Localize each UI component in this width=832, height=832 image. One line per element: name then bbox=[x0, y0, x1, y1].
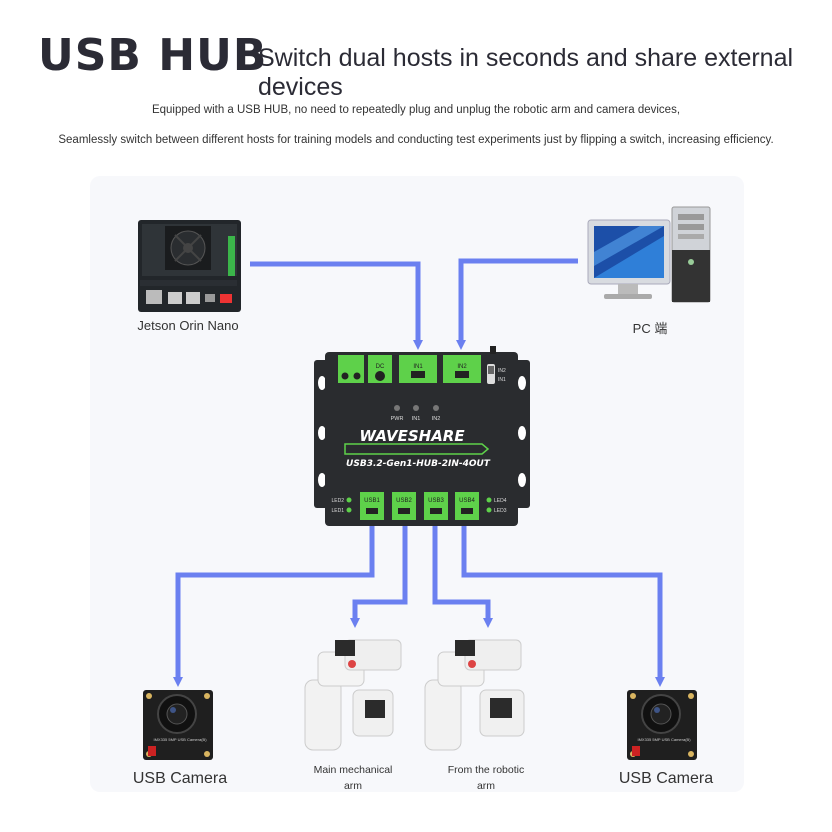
hub-port-label-usb3: USB3 bbox=[428, 498, 444, 504]
arrow-usb1-to-camera-left bbox=[173, 526, 375, 687]
description-line-2: Seamlessly switch between different host… bbox=[58, 134, 774, 146]
page-subtitle: Switch dual hosts in seconds and share e… bbox=[258, 44, 794, 101]
host-label-jetson: Jetson Orin Nano bbox=[137, 318, 239, 333]
hub-model: USB3.2-Gen1-HUB-2IN-4OUT bbox=[346, 459, 491, 469]
hub-brand: WAVESHARE bbox=[359, 427, 465, 445]
hub-switch-label-in1: IN1 bbox=[498, 377, 506, 383]
arrow-jetson-to-in1 bbox=[250, 261, 423, 350]
device-label-camera-right: USB Camera bbox=[618, 770, 714, 787]
follower-robotic-arm-image bbox=[424, 639, 525, 751]
device-label-main-arm: Main mechanical arm bbox=[298, 762, 408, 794]
pc-image bbox=[587, 206, 711, 303]
usb-camera-right-image bbox=[627, 690, 697, 760]
hub-led-label-in2: IN2 bbox=[432, 416, 441, 422]
device-label-main-arm-line2: arm bbox=[343, 780, 363, 792]
page-title: USB HUB bbox=[38, 30, 268, 81]
hub-led-label-led4: LED4 bbox=[494, 498, 507, 504]
usb-camera-right-board-text: IMX335 5MP USB Camera(B) bbox=[637, 737, 691, 742]
usb-camera-left-board-text: IMX335 5MP USB Camera(B) bbox=[153, 737, 207, 742]
arrow-usb3-to-follow-arm bbox=[432, 526, 493, 628]
device-label-main-arm-line1: Main mechanical bbox=[313, 764, 393, 776]
arrow-usb4-to-camera-right bbox=[461, 526, 665, 687]
arrow-pc-to-in2 bbox=[456, 258, 578, 350]
hub-port-label-in1: IN1 bbox=[413, 364, 423, 370]
arrow-usb2-to-main-arm bbox=[350, 526, 408, 628]
host-label-pc: PC 端 bbox=[632, 321, 668, 336]
description-line-1: Equipped with a USB HUB, no need to repe… bbox=[151, 104, 681, 116]
hub-port-label-usb1: USB1 bbox=[364, 498, 380, 504]
hub-port-label-usb2: USB2 bbox=[396, 498, 412, 504]
device-label-follow-arm-line1: From the robotic bbox=[447, 764, 525, 776]
hub-led-label-in1: IN1 bbox=[412, 416, 421, 422]
usb-camera-left-image bbox=[143, 690, 213, 760]
device-label-camera-left: USB Camera bbox=[132, 770, 228, 787]
hub-led-label-led3: LED3 bbox=[494, 508, 507, 514]
device-label-follow-arm: From the robotic arm bbox=[430, 762, 542, 794]
hub-port-label-usb4: USB4 bbox=[459, 498, 475, 504]
hub-led-label-led1: LED1 bbox=[331, 508, 344, 514]
hub-led-label-pwr: PWR bbox=[391, 416, 404, 422]
usb-hub-device bbox=[314, 346, 530, 526]
hub-port-label-dc: DC bbox=[376, 364, 385, 370]
hub-port-label-in2: IN2 bbox=[457, 364, 467, 370]
device-label-follow-arm-line2: arm bbox=[476, 780, 496, 792]
hub-led-label-led2: LED2 bbox=[331, 498, 344, 504]
hub-switch-label-in2: IN2 bbox=[498, 368, 506, 374]
jetson-board-image bbox=[138, 220, 241, 312]
main-mechanical-arm-image bbox=[304, 639, 402, 751]
